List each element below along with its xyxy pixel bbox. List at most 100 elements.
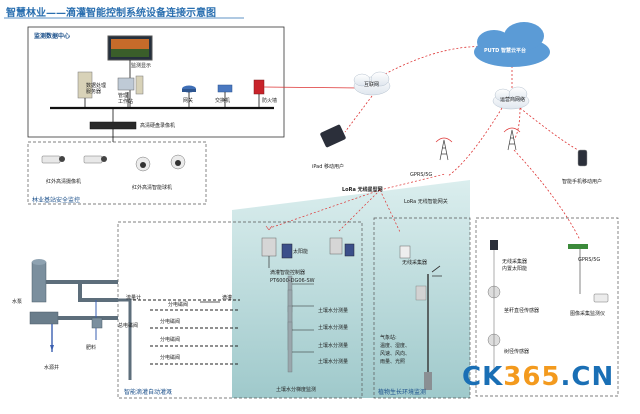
sub-valve-4: 分电磁阀 [160, 355, 181, 361]
dome-camera-1-lens [140, 162, 146, 168]
weather-label: 植物生长环境监测 [378, 389, 427, 396]
display-screen-label: 监测显示 [131, 63, 152, 69]
probe-label-1: 土壤水分测量 [318, 308, 349, 314]
weather-box [373, 217, 471, 399]
plant-collector-label-2: 内置太阳能 [502, 266, 528, 272]
platform-cloud [474, 22, 550, 67]
pump-label: 水泵 [12, 299, 23, 305]
internet-cloud [353, 71, 391, 96]
irrigation-box [117, 221, 363, 399]
gateway-label: 网关 [183, 98, 194, 104]
display-screen-ground [111, 49, 149, 57]
flowmeter-label: 流量计 [126, 295, 142, 301]
platform-label: PUTD 智慧云平台 [484, 48, 527, 54]
plant-collector-label-1: 无线采集器 [502, 259, 528, 265]
solar-panel-1 [281, 243, 293, 259]
smart-irrigation-label: 智能滴灌自动灌溉 [124, 389, 173, 396]
monitor-center-label: 监测数据中心 [34, 33, 71, 40]
dvr-device [89, 121, 137, 130]
soil-probes [287, 275, 293, 373]
weather-station-label-4: 雨量、光照 [380, 359, 406, 365]
probe-label-3: 土壤水分测量 [318, 343, 349, 349]
gprs-tower-left [435, 137, 453, 161]
pressure-tank [31, 261, 47, 303]
controller-device-1 [261, 237, 277, 257]
weather-collector-label: 无线采集器 [402, 260, 428, 266]
sub-valve-1: 分电磁阀 [168, 302, 189, 308]
gprs-plant-link [513, 149, 581, 241]
switch-label: 交换机 [215, 98, 231, 104]
cam-ir-label: 红外高清摄像机 [46, 179, 82, 185]
fertilizer-tank [91, 317, 103, 329]
pump-body [29, 311, 59, 325]
image-collector-device [593, 293, 609, 303]
firewall-device [253, 79, 265, 95]
plant-gprs-label: GPRS/5G [578, 257, 601, 263]
workstation-tower [135, 75, 144, 95]
page-title: 智慧林业——滴灌智能控制系统设备连接示意图 [6, 8, 216, 19]
sub-valve-2: 分电磁阀 [160, 319, 181, 325]
distribution-pipe [118, 298, 132, 380]
weather-station-label-3: 风速、风向、 [380, 351, 411, 357]
lora-gateway-label: LoRa 无线智能网关 [404, 199, 448, 205]
db-server-label-2: 服务器 [86, 89, 102, 95]
weather-sensor-box [415, 285, 427, 301]
probe-label-2: 土壤水分测量 [318, 325, 349, 331]
plant-collector [490, 240, 498, 250]
probe-label-4: 土壤水分测量 [318, 359, 349, 365]
gateway-base [182, 89, 196, 92]
phone-user-label: 智能手机移动用户 [562, 179, 603, 185]
dvr-label: 高清硬盘录像机 [140, 123, 176, 129]
tank-top [32, 259, 46, 265]
db-server-label-1: 数据处理 [86, 83, 107, 89]
internet-ipad-link [344, 95, 373, 133]
sub-valve-3: 分电磁阀 [160, 337, 181, 343]
weather-base [424, 372, 432, 390]
plant-gprs-router [568, 244, 588, 249]
lora-links [269, 173, 446, 233]
controller-label-2: PT6000-DG06-SW [270, 278, 315, 284]
fruit-sensor-label: 树径传感器 [504, 349, 530, 355]
main-valve-label: 总电磁阀 [118, 323, 139, 329]
watermark-part-1: CK [462, 362, 504, 392]
dome-camera-2-lens [175, 160, 181, 166]
solar-panel-2 [344, 243, 355, 257]
watermark-logo: CK365.CN [462, 362, 614, 392]
ipad-user-label: iPad 移动用户 [312, 164, 345, 170]
drip-label: 滴灌 [222, 295, 233, 301]
firewall-label: 防火墙 [262, 98, 278, 104]
ir-camera-1-lens [59, 156, 65, 162]
monitor-center-box [27, 26, 285, 138]
controller-antenna [265, 225, 273, 231]
solar-label: 太阳能 [293, 249, 309, 255]
cam-dome-label: 红外高清智能球机 [132, 185, 173, 191]
weather-collector [399, 245, 411, 259]
internet-label: 互联网 [364, 82, 380, 88]
stem-sensor-label: 茎秆直径传感器 [504, 308, 540, 314]
water-source-label: 水源井 [44, 365, 60, 371]
workstation-monitor [117, 77, 135, 91]
lora-net-label: LoRa 无线星型网 [342, 187, 383, 193]
operator-phone-link [519, 107, 579, 151]
weather-station-label-1: 气象站: [380, 335, 397, 341]
firewall-internet-link [263, 86, 361, 89]
ipad-device [320, 124, 346, 148]
watermark-part-2: 365 [503, 362, 561, 392]
operator-gprs-right-link [513, 107, 521, 141]
controller-label-1: 滴灌智能控制器 [270, 270, 306, 276]
fertilizer-label: 肥料 [86, 345, 97, 351]
soil-label: 土壤水分梯度监测 [276, 387, 317, 393]
watermark-part-3: .CN [560, 362, 615, 392]
drip-lines [118, 299, 240, 365]
security-label: 林业基站安全监控 [32, 197, 81, 204]
ir-camera-2 [83, 155, 103, 164]
weather-station-label-2: 温度、湿度、 [380, 343, 411, 349]
workstation-label-1: 管理 [118, 93, 129, 99]
water-source-arrow [50, 345, 54, 351]
ir-camera-1 [41, 155, 61, 164]
switch-device [217, 84, 233, 93]
plant-box [475, 217, 619, 397]
operator-gprs-left-link [447, 107, 503, 177]
operator-cloud [492, 86, 530, 110]
